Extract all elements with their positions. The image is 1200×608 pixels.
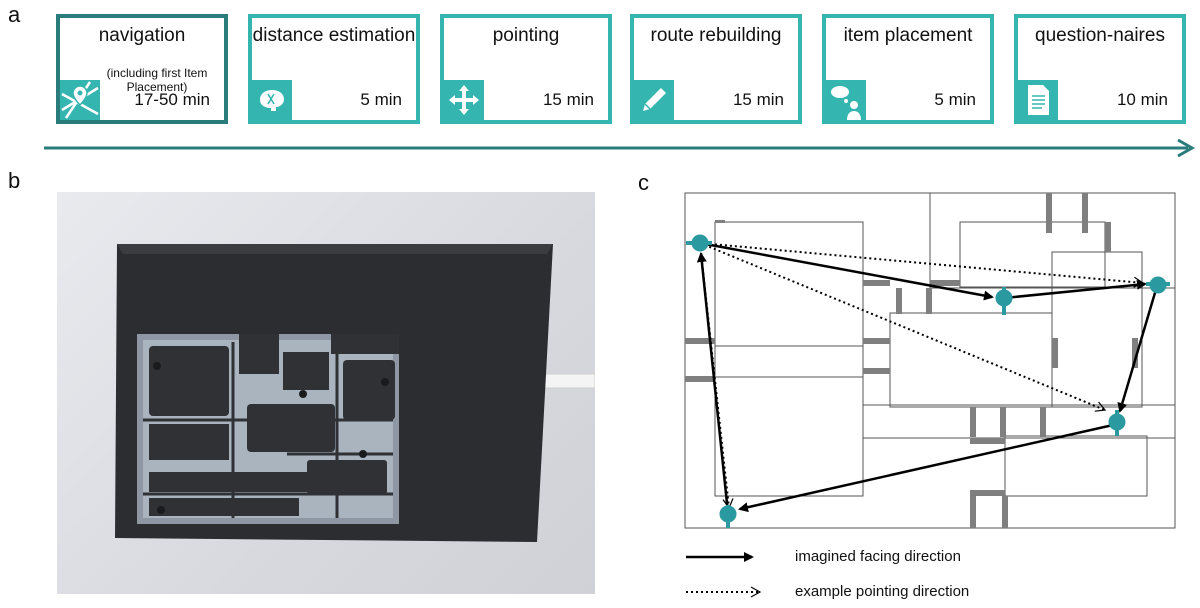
thinking-person-icon bbox=[826, 80, 866, 120]
map-pin-icon bbox=[60, 80, 100, 120]
step-duration: 10 min bbox=[1116, 90, 1168, 109]
step-duration: 15 min bbox=[732, 90, 784, 109]
panel-label-a: a bbox=[8, 2, 21, 27]
step-navigation: navigation (including first Item Placeme… bbox=[56, 14, 228, 124]
step-title: question-naires bbox=[1035, 25, 1165, 46]
step-duration: 17-50 min bbox=[134, 90, 210, 109]
document-icon bbox=[1018, 80, 1058, 120]
route-stops bbox=[686, 234, 1170, 528]
brain-icon bbox=[252, 80, 292, 120]
step-pointing: pointing 15 min bbox=[440, 14, 612, 124]
panel-label-b: b bbox=[8, 168, 21, 193]
street-markers bbox=[685, 193, 1138, 528]
move-arrows-icon bbox=[444, 80, 484, 120]
step-title: navigation bbox=[98, 25, 186, 46]
step-duration: 5 min bbox=[360, 90, 402, 109]
step-route-rebuilding: route rebuilding 15 min bbox=[630, 14, 802, 124]
step-duration: 15 min bbox=[542, 90, 594, 109]
step-duration: 5 min bbox=[934, 90, 976, 109]
step-title: route rebuilding bbox=[650, 25, 782, 46]
step-item-placement: item placement 5 min bbox=[822, 14, 994, 124]
tactile-map-photo bbox=[57, 192, 596, 594]
step-questionnaires: question-naires 10 min bbox=[1014, 14, 1186, 124]
pencil-icon bbox=[634, 80, 674, 120]
panel-label-c: c bbox=[638, 170, 649, 195]
legend-dotted-label: example pointing direction bbox=[795, 583, 970, 600]
timeline-arrow bbox=[44, 138, 1196, 158]
step-title: pointing bbox=[492, 25, 560, 46]
legend-solid-label: imagined facing direction bbox=[795, 548, 961, 565]
step-subtitle: (including first Item Placement) bbox=[106, 66, 208, 94]
step-distance-estimation: distance estimation 5 min bbox=[248, 14, 420, 124]
step-title: item placement bbox=[843, 25, 973, 46]
map-outline bbox=[684, 192, 1176, 529]
step-title: distance estimation bbox=[252, 25, 416, 46]
